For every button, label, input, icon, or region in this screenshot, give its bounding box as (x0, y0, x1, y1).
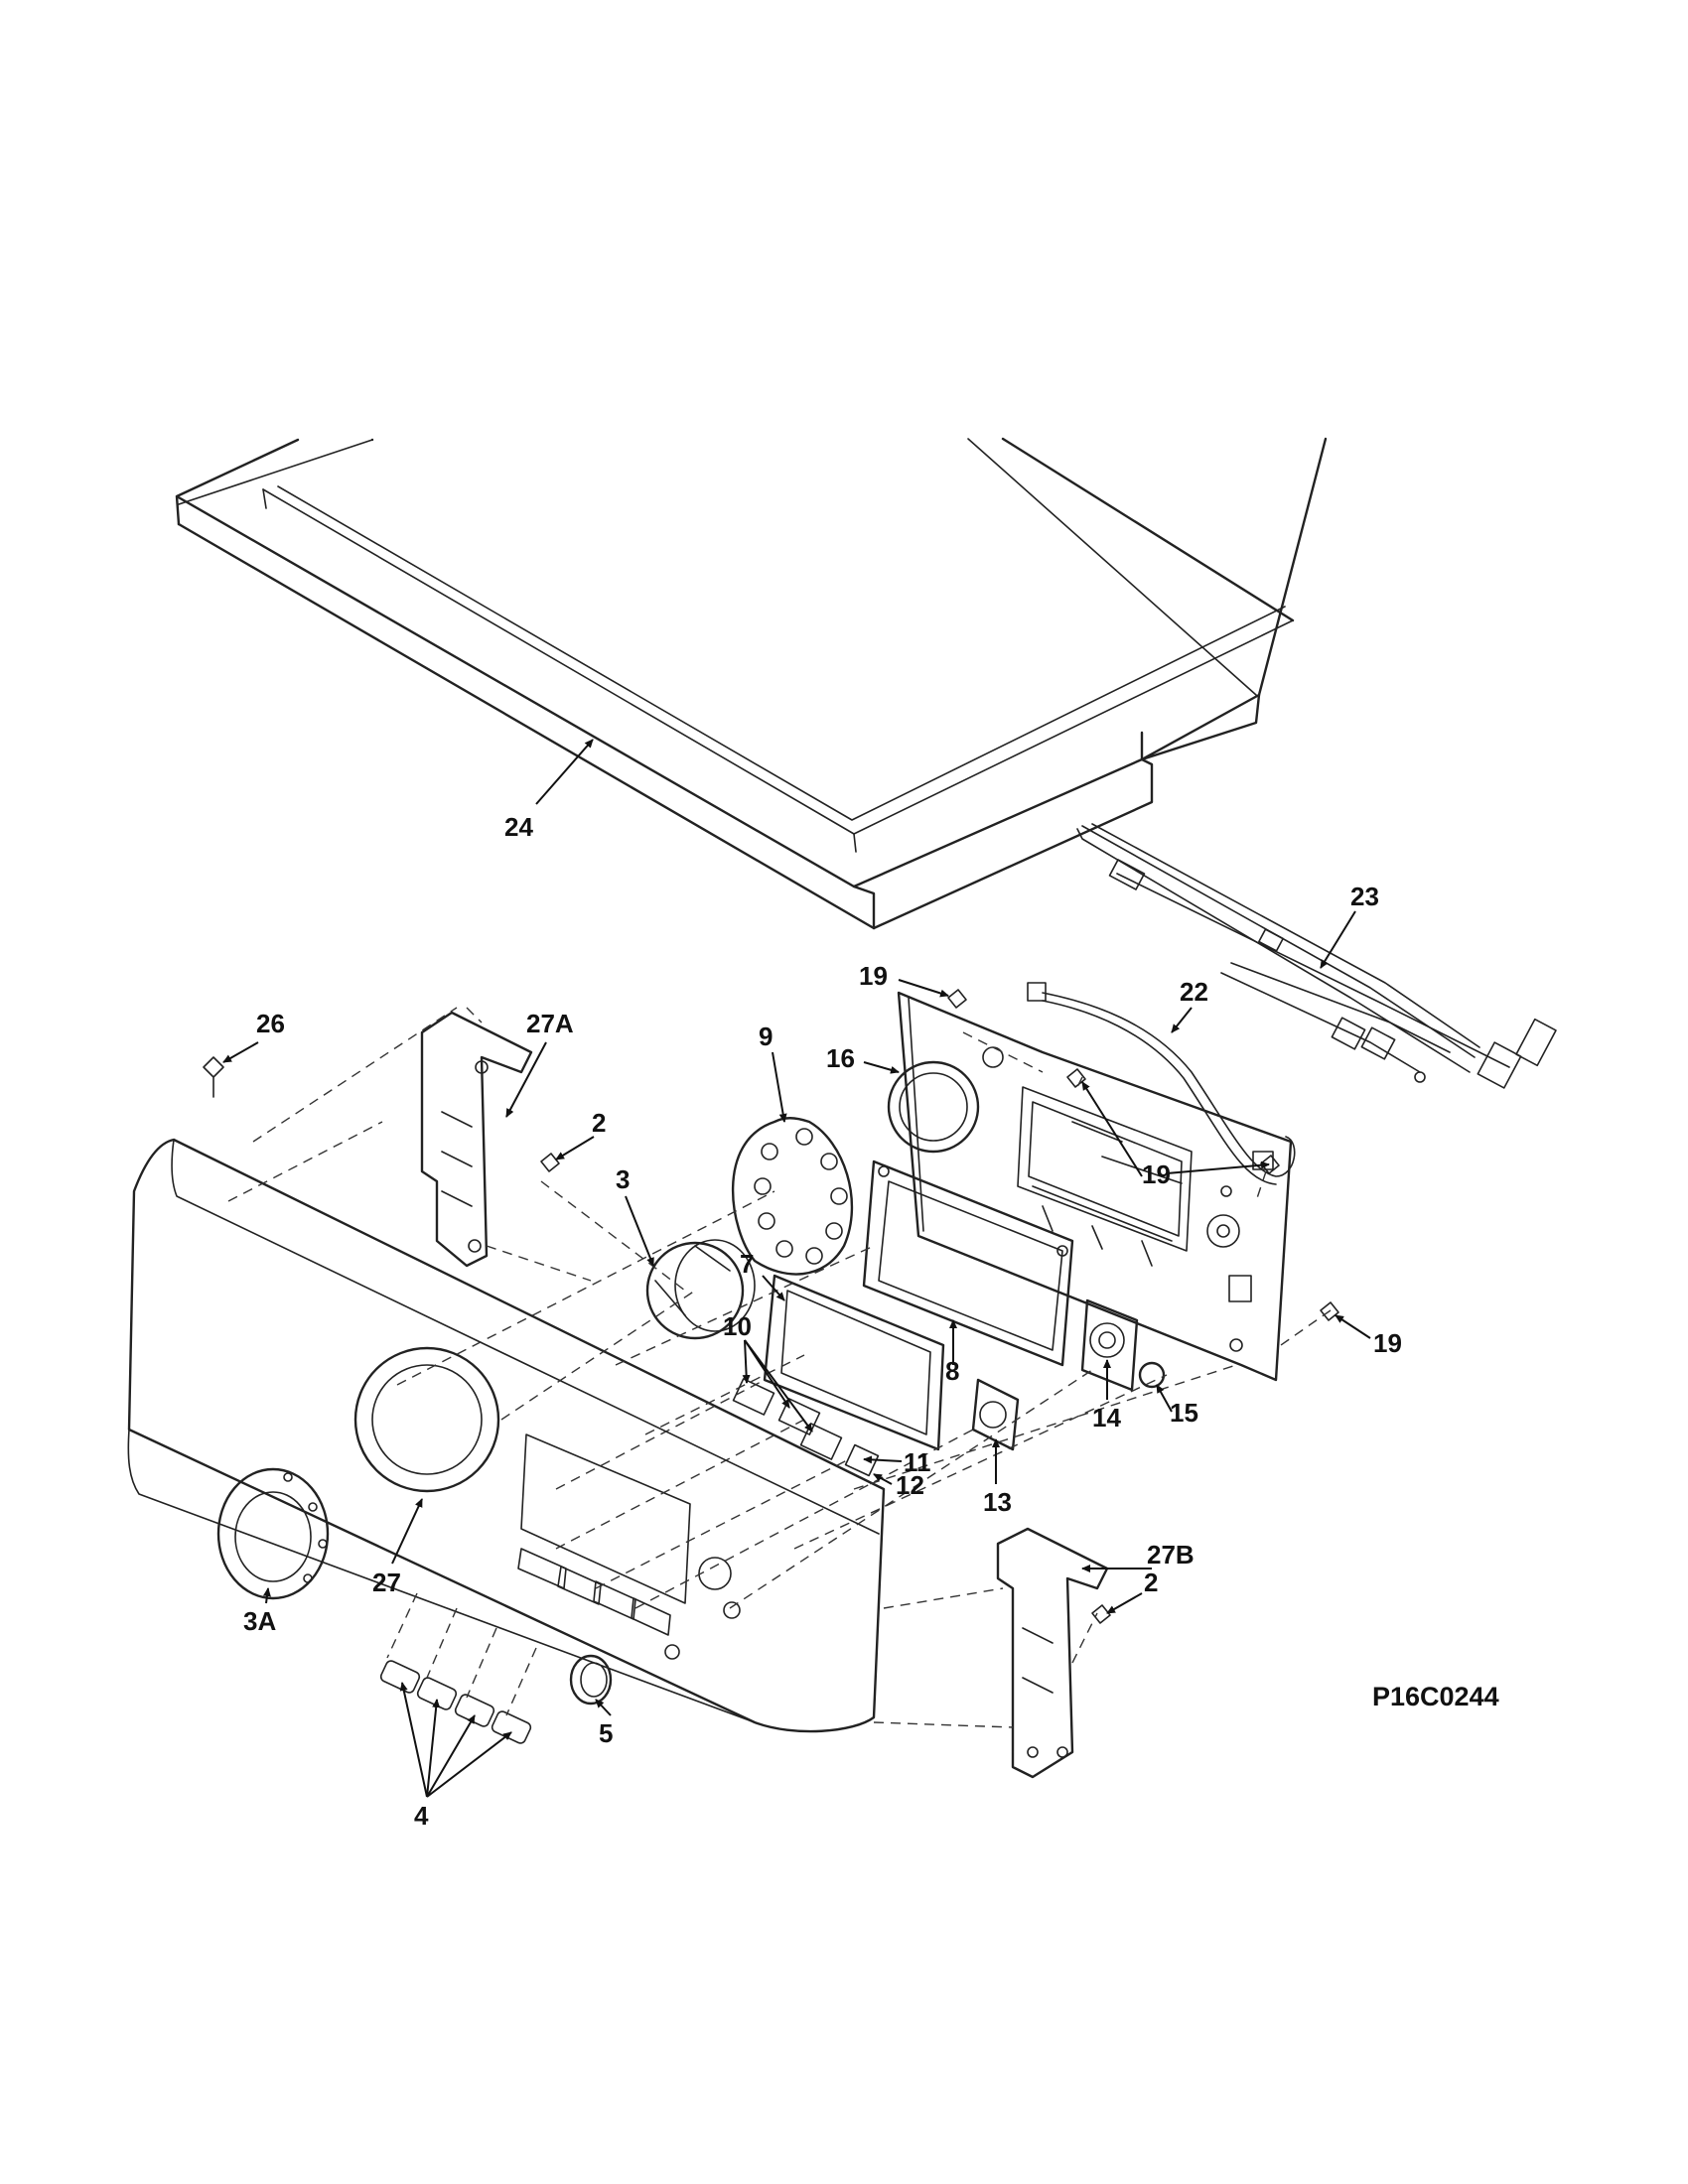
callout-14: 14 (1092, 1403, 1121, 1433)
leader-lines (222, 739, 1371, 1798)
callout-27a: 27A (526, 1009, 574, 1038)
callout-4: 4 (414, 1801, 429, 1831)
callout-27: 27 (372, 1568, 401, 1597)
callout-15: 15 (1170, 1398, 1198, 1428)
drawing-code: P16C0244 (1372, 1682, 1499, 1711)
callout-13: 13 (983, 1487, 1012, 1517)
light-ring (731, 1117, 854, 1276)
callout-27b: 27B (1147, 1540, 1195, 1570)
button-caps (379, 1660, 532, 1744)
callout-8: 8 (945, 1356, 959, 1386)
small-wire (1027, 982, 1296, 1185)
callout-23: 23 (1350, 882, 1379, 911)
small-knob (1138, 1361, 1166, 1389)
left-bracket (420, 1011, 533, 1268)
dial-ring (216, 1467, 330, 1600)
callout-12: 12 (896, 1470, 924, 1500)
callout-labels: 24 23 22 19 16 9 26 27A 2 3 19 7 10 8 19… (243, 812, 1499, 1831)
callout-19-mid: 19 (1142, 1160, 1171, 1189)
callout-16: 16 (826, 1043, 855, 1073)
callout-19-top: 19 (859, 961, 888, 991)
wire-harness (1076, 823, 1557, 1089)
callout-26: 26 (256, 1009, 285, 1038)
control-board (887, 991, 1293, 1382)
small-ring (569, 1654, 613, 1706)
knob (645, 1239, 756, 1340)
encoder-switch (1080, 1298, 1139, 1392)
callout-2-left: 2 (592, 1108, 606, 1138)
push-button (971, 1378, 1020, 1451)
alignment-lines (227, 1007, 1332, 1728)
right-bracket (996, 1527, 1109, 1779)
top-panel (175, 437, 1328, 930)
callout-24: 24 (504, 812, 533, 842)
callout-19-right: 19 (1373, 1328, 1402, 1358)
callout-5: 5 (599, 1718, 613, 1748)
callout-3: 3 (616, 1164, 630, 1194)
display-lens (862, 1160, 1074, 1367)
callout-2-right: 2 (1144, 1568, 1158, 1597)
display-bezel (763, 1274, 945, 1451)
callout-11: 11 (904, 1447, 931, 1477)
screws (203, 989, 1339, 1624)
callout-22: 22 (1180, 977, 1208, 1007)
switch-buttons (732, 1378, 880, 1477)
control-console (127, 1138, 886, 1733)
callout-7: 7 (740, 1249, 754, 1279)
callout-9: 9 (759, 1022, 773, 1051)
callout-10: 10 (723, 1311, 752, 1341)
callout-3a: 3A (243, 1606, 276, 1636)
